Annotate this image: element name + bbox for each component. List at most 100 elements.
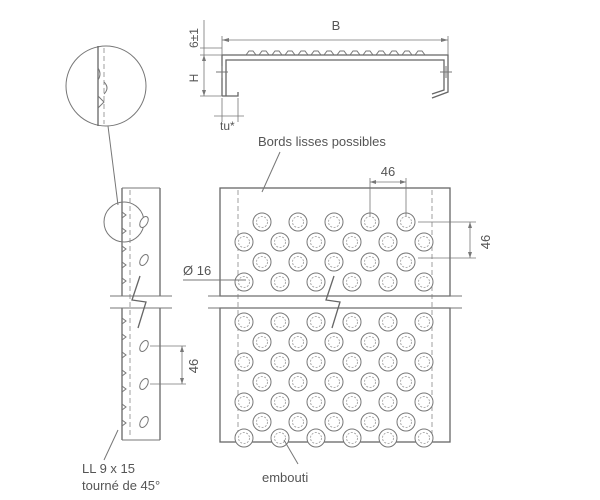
profile-teeth: [245, 50, 426, 56]
embossed-hole: [288, 372, 308, 392]
side-tooth: [121, 333, 127, 341]
slot-note-line2: tourné de 45°: [82, 478, 160, 493]
side-teeth: [121, 211, 127, 427]
embossed-hole: [360, 212, 380, 232]
embossed-hole: [360, 412, 380, 432]
profile-tooth: [271, 50, 283, 56]
side-tooth: [121, 277, 127, 285]
dim-6-label: 6±1: [187, 28, 201, 48]
embossed-hole: [234, 428, 254, 448]
profile-tooth: [323, 50, 335, 56]
dim-side-46-label: 46: [186, 359, 201, 373]
embossed-hole: [342, 232, 362, 252]
embossed-holes: [234, 212, 434, 448]
embossed-hole: [414, 392, 434, 412]
embossed-hole: [288, 332, 308, 352]
embossed-hole: [360, 332, 380, 352]
side-tooth: [121, 211, 127, 219]
embossed-hole: [378, 392, 398, 412]
embossed-hole: [414, 232, 434, 252]
side-tooth: [121, 245, 127, 253]
profile-tooth: [297, 50, 309, 56]
side-tooth: [121, 403, 127, 411]
embossed-hole: [306, 428, 326, 448]
side-slot: [139, 378, 149, 390]
embossed-hole: [360, 252, 380, 272]
embossed-hole: [234, 392, 254, 412]
embossed-hole: [378, 232, 398, 252]
embossed-hole: [270, 232, 290, 252]
embossed-hole: [342, 272, 362, 292]
profile-tooth: [388, 50, 400, 56]
slot-note-line1: LL 9 x 15: [82, 461, 135, 476]
embossed-hole: [288, 212, 308, 232]
embossed-hole: [378, 352, 398, 372]
embossed-hole: [396, 332, 416, 352]
profile-tooth: [284, 50, 296, 56]
embossed-hole: [360, 372, 380, 392]
embossed-hole: [270, 352, 290, 372]
smooth-edges-label: Bords lisses possibles: [258, 134, 386, 149]
embossed-hole: [414, 352, 434, 372]
embossed-hole: [324, 332, 344, 352]
embossed-hole: [324, 212, 344, 232]
embossed-hole: [288, 412, 308, 432]
side-slots: [139, 216, 149, 428]
embossed-hole: [414, 428, 434, 448]
side-tooth: [121, 385, 127, 393]
profile-tooth: [349, 50, 361, 56]
front-view: Bords lisses possibles 46 46 Ø 16 embout…: [183, 134, 493, 485]
embossed-hole: [270, 428, 290, 448]
profile-tooth: [258, 50, 270, 56]
embossed-hole: [342, 392, 362, 412]
side-tooth: [121, 261, 127, 269]
dim-top-46-label: 46: [381, 164, 395, 179]
embossed-hole: [234, 352, 254, 372]
embossed-hole: [378, 272, 398, 292]
embossed-hole: [342, 428, 362, 448]
side-slot: [139, 416, 149, 428]
embossed-hole: [270, 312, 290, 332]
embossed-hole: [252, 212, 272, 232]
embossed-hole: [306, 352, 326, 372]
side-tooth: [121, 227, 127, 235]
side-tooth: [121, 369, 127, 377]
embossed-hole: [306, 272, 326, 292]
embossed-hole: [234, 272, 254, 292]
side-tooth: [121, 419, 127, 427]
embossed-hole: [306, 312, 326, 332]
dim-right-46-label: 46: [478, 235, 493, 249]
side-slot: [139, 254, 149, 266]
profile-tooth: [336, 50, 348, 56]
embossed-hole: [378, 312, 398, 332]
dim-b-label: B: [332, 18, 341, 33]
profile-tooth: [310, 50, 322, 56]
side-tooth: [121, 317, 127, 325]
embossed-hole: [252, 372, 272, 392]
embossed-hole: [234, 312, 254, 332]
embossed-hole: [252, 332, 272, 352]
side-view: 46 LL 9 x 15 tourné de 45°: [82, 187, 201, 493]
profile-tooth: [362, 50, 374, 56]
embossed-hole: [306, 392, 326, 412]
side-tooth: [121, 351, 127, 359]
side-slot: [139, 340, 149, 352]
embossed-hole: [342, 352, 362, 372]
dim-h-label: H: [187, 74, 201, 83]
profile-view: B 6±1 H tu*: [187, 18, 452, 133]
embossed-hole: [306, 232, 326, 252]
embossed-hole: [324, 412, 344, 432]
embossed-hole: [414, 312, 434, 332]
profile-tooth: [414, 50, 426, 56]
embossed-hole: [396, 252, 416, 272]
profile-tooth: [245, 50, 257, 56]
embossed-hole: [396, 412, 416, 432]
detail-view: [65, 45, 147, 206]
side-slot: [139, 216, 149, 228]
dim-tu-label: tu*: [220, 119, 235, 133]
embossed-hole: [378, 428, 398, 448]
embossed-label: embouti: [262, 470, 308, 485]
embossed-hole: [396, 372, 416, 392]
embossed-hole: [414, 272, 434, 292]
